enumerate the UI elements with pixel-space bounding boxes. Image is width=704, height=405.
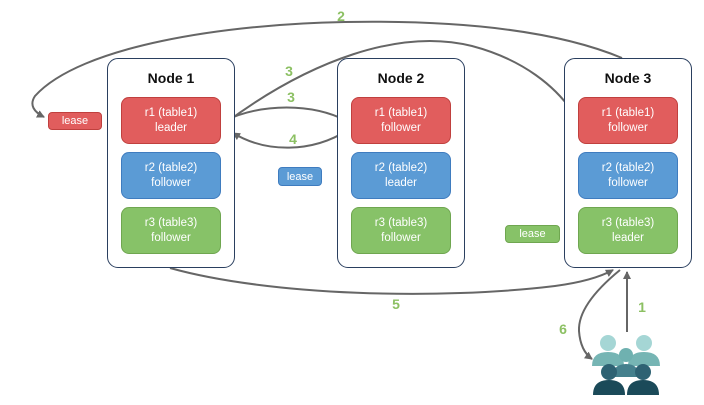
users-group-icon (592, 335, 660, 395)
node-3: Node 3 r1 (table1) follower r2 (table2) … (564, 58, 692, 268)
arrow-5-node1-to-node3 (169, 267, 614, 295)
replica-name: r1 (table1) (374, 106, 428, 119)
replica-name: r1 (table1) (144, 106, 198, 119)
node-3-replica-r3: r3 (table3) leader (578, 207, 678, 254)
node-1-replica-r1: r1 (table1) leader (121, 97, 221, 144)
replica-role: follower (151, 176, 191, 189)
flow-step-4: 4 (289, 131, 297, 147)
lease-tag-table2: lease (278, 167, 322, 186)
replica-name: r3 (table3) (374, 216, 428, 229)
node-2-title: Node 2 (377, 70, 425, 86)
replica-name: r2 (table2) (144, 161, 198, 174)
node-3-replica-r2: r2 (table2) follower (578, 152, 678, 199)
replica-name: r2 (table2) (374, 161, 428, 174)
node-2: Node 2 r1 (table1) follower r2 (table2) … (337, 58, 465, 268)
replica-role: leader (385, 176, 417, 189)
replica-role: leader (612, 231, 644, 244)
node-2-replica-r2: r2 (table2) leader (351, 152, 451, 199)
node-1-replica-r3: r3 (table3) follower (121, 207, 221, 254)
replica-role: follower (608, 121, 648, 134)
flow-step-3b: 3 (287, 89, 295, 105)
replica-role: follower (381, 231, 421, 244)
lease-tag-table3: lease (505, 225, 560, 243)
replica-role: follower (151, 231, 191, 244)
node-1-replica-r2: r2 (table2) follower (121, 152, 221, 199)
replica-name: r1 (table1) (601, 106, 655, 119)
node-1: Node 1 r1 (table1) leader r2 (table2) fo… (107, 58, 235, 268)
node-1-title: Node 1 (147, 70, 195, 86)
replica-role: follower (608, 176, 648, 189)
replica-role: leader (155, 121, 187, 134)
flow-step-3a: 3 (285, 63, 293, 79)
replica-name: r2 (table2) (601, 161, 655, 174)
replica-role: follower (381, 121, 421, 134)
replica-name: r3 (table3) (144, 216, 198, 229)
lease-tag-table1: lease (48, 112, 102, 130)
arrow-3-node1-to-node2 (223, 106, 348, 122)
node-2-replica-r3: r3 (table3) follower (351, 207, 451, 254)
flow-step-1: 1 (638, 299, 646, 315)
flow-step-5: 5 (392, 296, 400, 312)
replica-name: r3 (table3) (601, 216, 655, 229)
node-2-replica-r1: r1 (table1) follower (351, 97, 451, 144)
node-3-replica-r1: r1 (table1) follower (578, 97, 678, 144)
flow-step-2: 2 (337, 8, 345, 24)
flow-step-6: 6 (559, 321, 567, 337)
node-3-title: Node 3 (604, 70, 652, 86)
